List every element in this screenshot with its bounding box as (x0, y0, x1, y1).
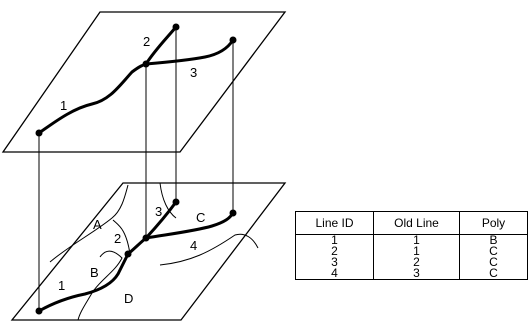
polygon-boundary (49, 184, 129, 263)
header-line-id: Line ID (295, 211, 374, 235)
polygon-boundary (159, 233, 259, 266)
top-line-1 (38, 62, 147, 135)
cell-poly: C (459, 256, 528, 268)
bottom-node (124, 250, 132, 258)
top-line-label-3: 3 (190, 65, 197, 80)
header-poly: Poly (459, 211, 528, 235)
table-row: 1 1 B (295, 234, 528, 246)
bottom-line-1 (38, 253, 130, 313)
bottom-line-2 (127, 236, 147, 256)
polygon-label-a: A (93, 217, 102, 232)
bottom-node (229, 209, 237, 217)
top-line-label-2: 2 (143, 34, 150, 49)
bottom-node (172, 198, 180, 206)
polygon-boundary (77, 250, 123, 321)
polygon-label-c: C (196, 210, 205, 225)
bottom-line-label-2: 2 (114, 231, 121, 246)
bottom-line-4 (145, 212, 235, 240)
polygon-label-d: D (124, 291, 133, 306)
table-row: 2 1 C (295, 245, 528, 257)
bottom-layer-plane (10, 182, 287, 321)
table-row: 3 2 C (295, 256, 528, 268)
polygon-label-b: B (90, 265, 99, 280)
top-layer-plane (1, 11, 287, 153)
polygon-boundary (159, 182, 177, 219)
bottom-line-label-3: 3 (155, 204, 162, 219)
header-old-line: Old Line (373, 211, 460, 235)
bottom-node (35, 307, 43, 315)
polygon-boundary (112, 219, 131, 255)
top-line-label-1: 1 (60, 98, 67, 113)
cell-poly: C (459, 267, 528, 280)
cell-poly: B (459, 234, 528, 246)
bottom-line-label-4: 4 (190, 238, 197, 253)
bottom-node (142, 234, 150, 242)
top-line-2 (144, 26, 178, 65)
cell-old-line: 3 (373, 267, 460, 280)
top-line-3 (145, 39, 235, 66)
attribute-table: Line ID Old Line Poly 1 1 B 2 1 C 3 2 C … (295, 211, 528, 280)
cell-line-id: 4 (295, 267, 374, 280)
table-row: 4 3 C (295, 267, 528, 280)
cell-poly: C (459, 245, 528, 257)
bottom-line-label-1: 1 (58, 278, 65, 293)
table-header-row: Line ID Old Line Poly (295, 211, 528, 235)
